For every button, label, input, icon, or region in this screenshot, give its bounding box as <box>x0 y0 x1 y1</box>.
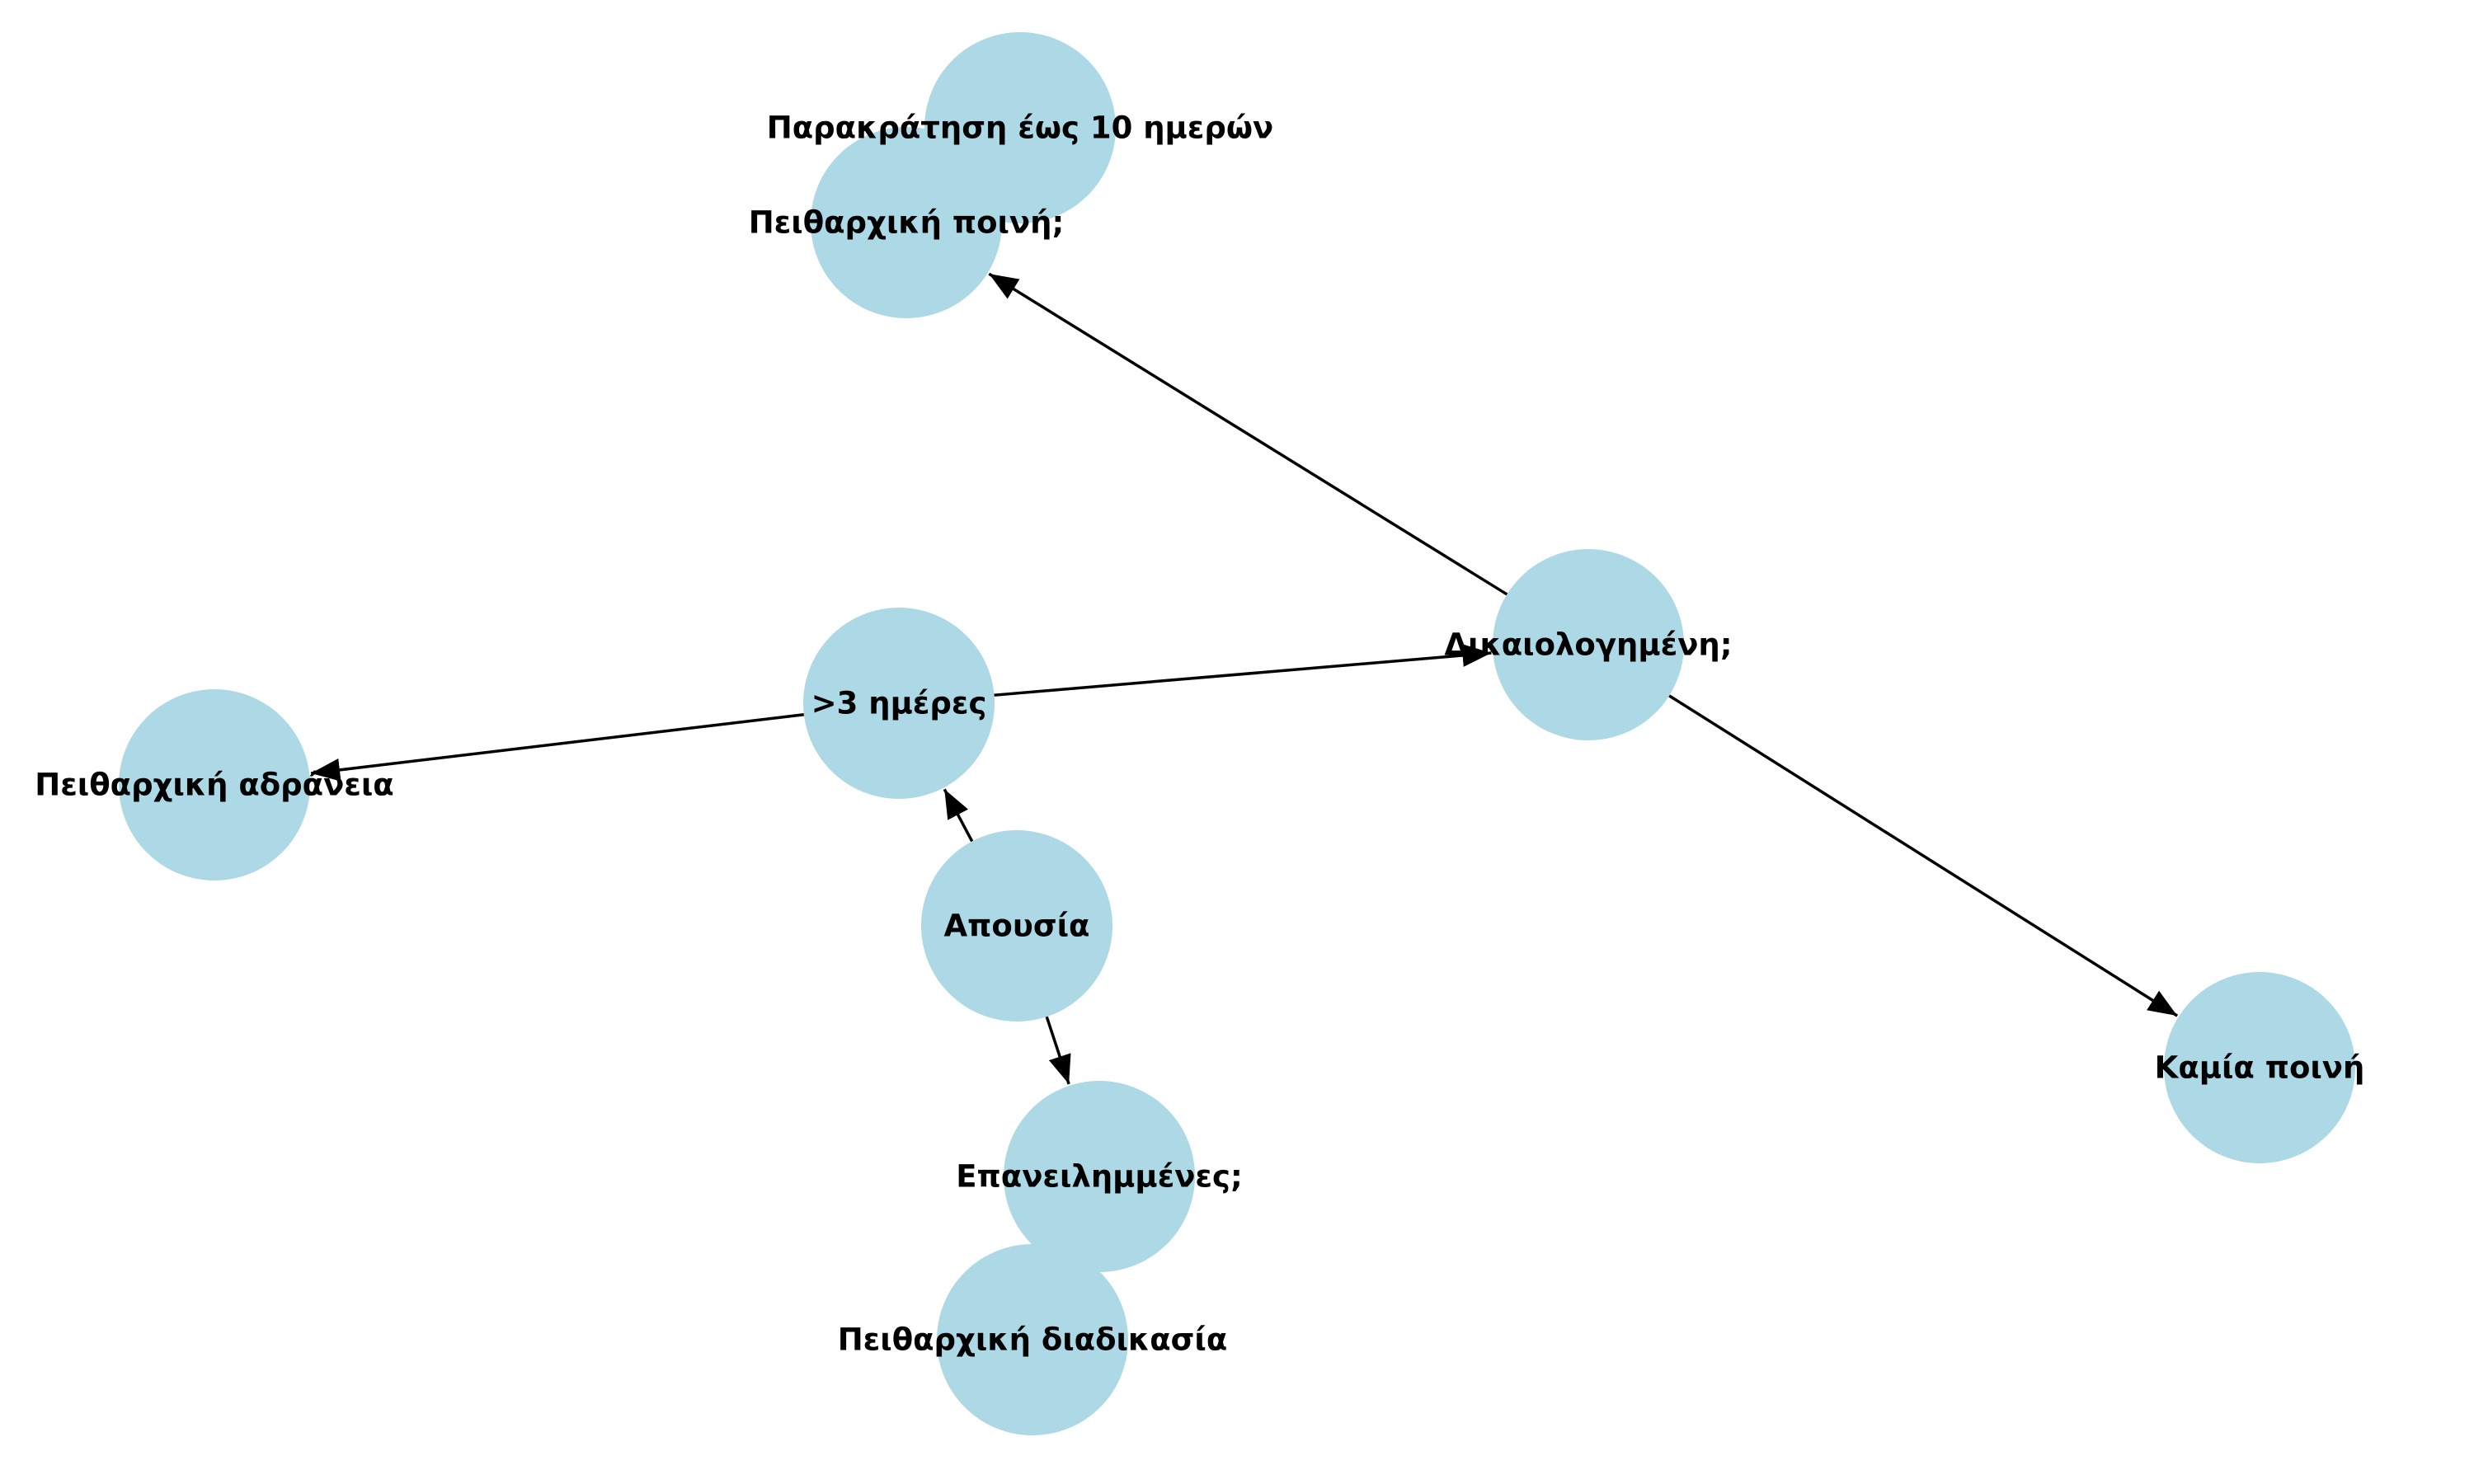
edge-more_than_3-to-justified <box>994 643 1492 697</box>
node-label-absence: Απουσία <box>944 909 1090 944</box>
node-label-withholding: Παρακράτηση έως 10 ημερών <box>767 110 1273 146</box>
node-label-justified: Δικαιολογημένη; <box>1444 627 1732 663</box>
node-inaction <box>119 689 310 881</box>
node-more_than_3 <box>803 608 995 799</box>
edge-more_than_3-to-inaction <box>310 713 805 782</box>
node-repeated <box>1004 1081 1195 1272</box>
node-justified <box>1493 549 1684 740</box>
node-label-penalty_q: Πειθαρχική ποινή; <box>749 205 1065 241</box>
node-no_penalty <box>2164 972 2355 1163</box>
node-label-inaction: Πειθαρχική αδράνεια <box>35 768 393 803</box>
edges-layer <box>310 160 2179 1281</box>
edge-justified-to-no_penalty <box>1668 694 2179 1017</box>
node-absence <box>921 830 1112 1021</box>
edge-justified-to-penalty_q <box>988 272 1508 596</box>
node-label-procedure: Πειθαρχική διαδικασία <box>838 1322 1228 1358</box>
edge-absence-to-repeated <box>1045 1016 1071 1085</box>
edge-absence-to-more_than_3 <box>943 788 974 843</box>
node-procedure <box>937 1244 1128 1435</box>
node-label-more_than_3: >3 ημέρες <box>811 686 987 721</box>
node-label-repeated: Επανειλημμένες; <box>956 1159 1243 1195</box>
node-withholding <box>924 32 1116 223</box>
node-label-no_penalty: Καμία ποινή <box>2155 1050 2365 1086</box>
nodes-layer <box>119 32 2355 1435</box>
